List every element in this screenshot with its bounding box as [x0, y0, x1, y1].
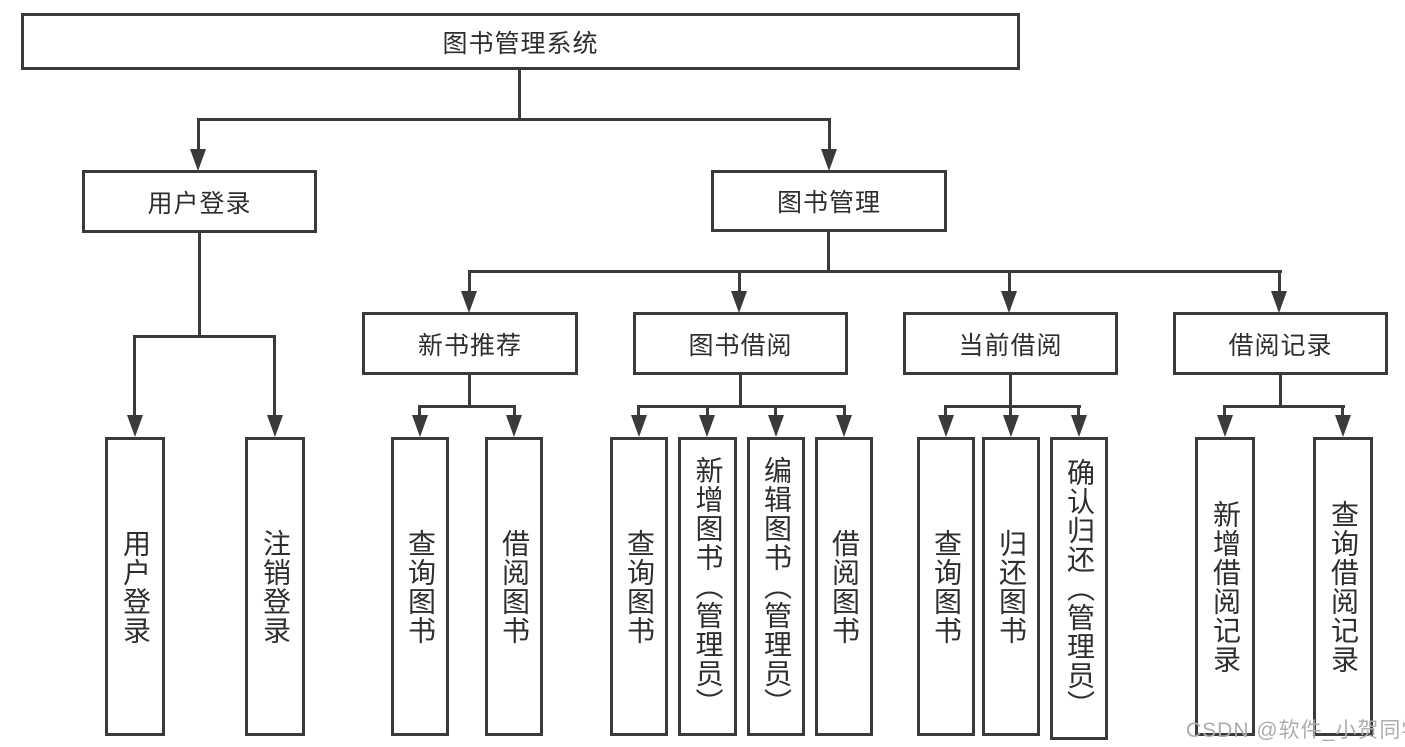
connector-mgmt-to-bor-shaft: [738, 270, 741, 294]
connector-bor-leaf4-shaft: [843, 405, 846, 418]
arrow-down-icon: [267, 415, 283, 437]
connector-cur-leaf3-shaft: [1077, 405, 1080, 418]
leaf-cur-confirm-return-admin-label: 确认归还（管理员）: [1064, 458, 1095, 719]
connector-bor-leaf2-shaft: [706, 405, 709, 418]
arrow-down-icon: [768, 415, 784, 437]
arrow-down-icon: [821, 149, 837, 171]
connector-login-leaf1-shaft: [133, 335, 136, 417]
connector-bor-stem: [739, 375, 742, 407]
node-borrow-records: 借阅记录: [1173, 312, 1388, 375]
arrow-down-icon: [1335, 415, 1351, 437]
connector-login-leaf2-shaft: [273, 335, 276, 417]
arrow-down-icon: [699, 415, 715, 437]
node-current-borrow: 当前借阅: [903, 312, 1118, 375]
leaf-rcd-query-record: 查询借阅记录: [1313, 437, 1373, 736]
leaf-cur-return-books: 归还图书: [982, 437, 1040, 736]
connector-rec-leaf1-shaft: [418, 405, 421, 418]
node-new-book-recommend: 新书推荐: [362, 312, 578, 375]
connector-rec-rail: [418, 405, 516, 408]
connector-bor-leaf1-shaft: [637, 405, 640, 418]
leaf-rcd-query-record-label: 查询借阅记录: [1328, 499, 1359, 674]
leaf-logout-label: 注销登录: [260, 528, 291, 645]
leaf-logout: 注销登录: [245, 437, 305, 736]
connector-root-to-login-shaft: [197, 118, 200, 151]
arrow-down-icon: [1217, 415, 1233, 437]
arrow-down-icon: [836, 415, 852, 437]
connector-rcd-stem: [1279, 375, 1282, 407]
connector-rec-stem: [468, 375, 471, 407]
arrow-down-icon: [1003, 415, 1019, 437]
connector-bor-leaf3-shaft: [774, 405, 777, 418]
leaf-bor-query-books-label: 查询图书: [624, 528, 655, 645]
node-user-login: 用户登录: [82, 170, 317, 233]
leaf-rcd-add-record-label: 新增借阅记录: [1210, 499, 1241, 674]
connector-mgmt-to-rcd-shaft: [1278, 270, 1281, 294]
leaf-cur-query-books: 查询图书: [917, 437, 975, 736]
connector-mgmt-to-cur-shaft: [1008, 270, 1011, 294]
leaf-rcd-add-record: 新增借阅记录: [1195, 437, 1255, 736]
leaf-bor-borrow-books: 借阅图书: [815, 437, 873, 736]
arrow-down-icon: [1071, 415, 1087, 437]
node-book-management: 图书管理: [711, 170, 947, 232]
connector-cur-leaf1-shaft: [944, 405, 947, 418]
csdn-watermark: CSDN @软件_小贺同学: [1186, 719, 1405, 742]
arrow-down-icon: [190, 149, 206, 171]
connector-login-rail: [133, 335, 276, 338]
connector-cur-rail: [944, 405, 1081, 408]
leaf-cur-return-books-label: 归还图书: [996, 528, 1027, 645]
connector-mgmt-stem: [827, 232, 830, 273]
connector-mgmt-rail: [469, 270, 1282, 273]
arrow-down-icon: [506, 415, 522, 437]
leaf-bor-borrow-books-label: 借阅图书: [829, 528, 860, 645]
leaf-cur-confirm-return-admin: 确认归还（管理员）: [1050, 437, 1108, 740]
arrow-down-icon: [127, 415, 143, 437]
leaf-bor-add-books-admin: 新增图书（管理员）: [678, 437, 737, 736]
arrow-down-icon: [412, 415, 428, 437]
connector-rcd-leaf1-shaft: [1223, 405, 1226, 418]
arrow-down-icon: [731, 291, 747, 313]
leaf-rec-query-books: 查询图书: [391, 437, 449, 736]
leaf-bor-edit-books-admin-label: 编辑图书（管理员）: [761, 456, 792, 717]
node-book-borrow: 图书借阅: [633, 312, 848, 375]
leaf-rec-query-books-label: 查询图书: [405, 528, 436, 645]
arrow-down-icon: [1271, 291, 1287, 313]
connector-root-rail: [197, 118, 831, 121]
connector-rcd-leaf2-shaft: [1341, 405, 1344, 418]
arrow-down-icon: [631, 415, 647, 437]
node-root-library-management-system: 图书管理系统: [21, 13, 1020, 70]
arrow-down-icon: [938, 415, 954, 437]
leaf-user-login-label: 用户登录: [120, 528, 151, 645]
connector-cur-stem: [1009, 375, 1012, 407]
leaf-user-login: 用户登录: [105, 437, 165, 736]
arrow-down-icon: [461, 291, 477, 313]
connector-bor-rail: [637, 405, 846, 408]
connector-cur-leaf2-shaft: [1009, 405, 1012, 418]
leaf-bor-query-books: 查询图书: [610, 437, 668, 736]
leaf-rec-borrow-books-label: 借阅图书: [499, 528, 530, 645]
arrow-down-icon: [1001, 291, 1017, 313]
leaf-cur-query-books-label: 查询图书: [931, 528, 962, 645]
leaf-rec-borrow-books: 借阅图书: [485, 437, 543, 736]
leaf-bor-edit-books-admin: 编辑图书（管理员）: [747, 437, 805, 736]
leaf-bor-add-books-admin-label: 新增图书（管理员）: [692, 456, 724, 717]
connector-mgmt-to-rec-shaft: [468, 270, 471, 294]
connector-login-stem: [198, 233, 201, 336]
connector-root-to-mgmt-shaft: [828, 118, 831, 151]
connector-root-stem: [518, 69, 521, 119]
connector-rcd-rail: [1223, 405, 1345, 408]
connector-rec-leaf2-shaft: [513, 405, 516, 418]
